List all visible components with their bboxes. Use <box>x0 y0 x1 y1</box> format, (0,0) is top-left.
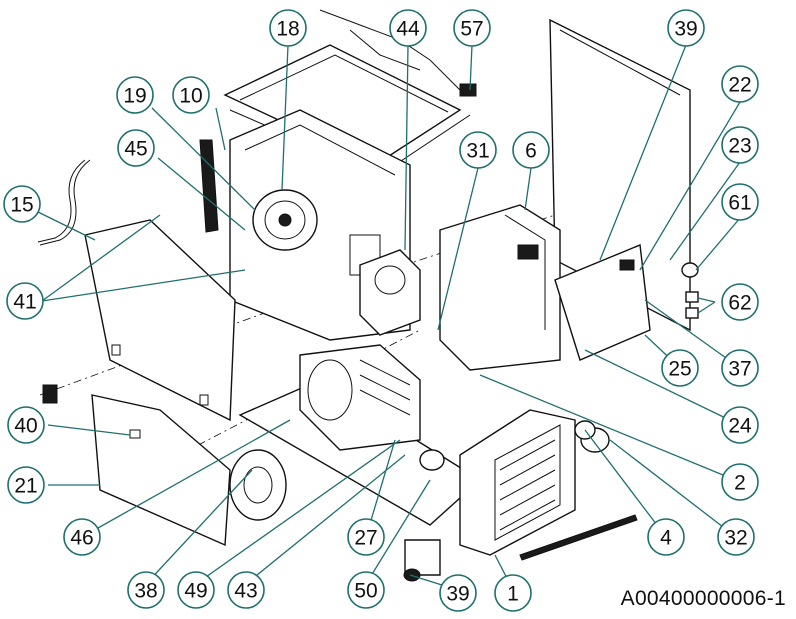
callout-label: 22 <box>728 74 751 97</box>
lower-panel <box>91 394 231 547</box>
front-bracket <box>554 244 651 361</box>
callout-39-top: 39 <box>667 9 705 47</box>
callout-57: 57 <box>453 9 491 47</box>
callout-27: 27 <box>347 518 385 556</box>
rod <box>519 514 638 561</box>
callout-46: 46 <box>63 518 101 556</box>
handle-strap <box>199 139 219 233</box>
callout-label: 31 <box>466 140 489 163</box>
callout-label: 23 <box>728 135 751 158</box>
callout-62: 62 <box>721 283 759 321</box>
callout-22: 22 <box>721 65 759 103</box>
power-cable <box>39 159 91 246</box>
callout-4: 4 <box>647 518 685 556</box>
callout-label: 49 <box>184 580 207 603</box>
callout-18: 18 <box>269 9 307 47</box>
drawing <box>37 9 699 582</box>
wire-feed-motor <box>359 249 421 336</box>
callout-10: 10 <box>172 76 210 114</box>
callout-label: 27 <box>354 527 377 550</box>
callout-39-bottom: 39 <box>439 574 477 612</box>
callout-label: 45 <box>124 138 147 161</box>
callout-31: 31 <box>459 131 497 169</box>
front-fascia <box>459 409 576 556</box>
callout-43: 43 <box>227 571 265 609</box>
callout-1: 1 <box>494 574 532 612</box>
callout-45: 45 <box>117 129 155 167</box>
callout-25: 25 <box>661 349 699 387</box>
callout-label: 46 <box>70 527 93 550</box>
callout-label: 1 <box>507 583 519 606</box>
knob-62a <box>685 291 699 303</box>
callout-label: 57 <box>460 18 483 41</box>
callout-label: 32 <box>724 527 747 550</box>
callout-label: 21 <box>14 475 37 498</box>
clip-40 <box>42 384 58 404</box>
callout-label: 10 <box>179 85 202 108</box>
callout-label: 38 <box>134 580 157 603</box>
callout-label: 18 <box>276 18 299 41</box>
callout-41: 41 <box>6 282 44 320</box>
callout-19: 19 <box>116 76 154 114</box>
callout-32: 32 <box>717 518 755 556</box>
knob-62b <box>685 307 699 319</box>
callout-label: 24 <box>728 415 752 438</box>
callout-label: 25 <box>668 358 691 381</box>
callout-2: 2 <box>721 463 759 501</box>
callout-label: 4 <box>660 527 672 550</box>
left-side-panel <box>84 219 236 422</box>
transformer <box>299 344 421 451</box>
callout-24: 24 <box>721 406 759 444</box>
callout-15: 15 <box>3 185 41 223</box>
knob-61 <box>681 262 699 278</box>
callout-label: 19 <box>123 85 146 108</box>
knob-27 <box>419 449 445 471</box>
control-board <box>439 204 561 371</box>
callout-40: 40 <box>7 406 45 444</box>
callout-6: 6 <box>512 131 550 169</box>
callout-23: 23 <box>721 126 759 164</box>
callout-label: 37 <box>728 358 751 381</box>
callout-label: 62 <box>728 292 751 315</box>
callout-label: 43 <box>234 580 257 603</box>
callout-label: 40 <box>14 415 37 438</box>
caster <box>404 539 441 576</box>
leader-lines <box>37 44 741 591</box>
callout-37: 37 <box>721 349 759 387</box>
callout-label: 15 <box>10 194 33 217</box>
right-side-panel <box>549 18 691 332</box>
callout-label: 41 <box>13 291 36 314</box>
callout-50: 50 <box>347 571 385 609</box>
figure-id: A00400000006-1 <box>620 587 786 610</box>
callout-label: 6 <box>525 140 537 163</box>
callout-label: 39 <box>446 583 469 606</box>
callout-label: 39 <box>674 18 697 41</box>
callout-21: 21 <box>7 466 45 504</box>
callout-label: 50 <box>354 580 377 603</box>
callout-label: 61 <box>728 192 751 215</box>
callout-44: 44 <box>389 9 427 47</box>
callout-label: 2 <box>734 472 746 495</box>
callout-61: 61 <box>721 183 759 221</box>
wheel <box>229 449 287 521</box>
callout-49: 49 <box>177 571 215 609</box>
callout-38: 38 <box>127 571 165 609</box>
callout-label: 44 <box>396 18 420 41</box>
